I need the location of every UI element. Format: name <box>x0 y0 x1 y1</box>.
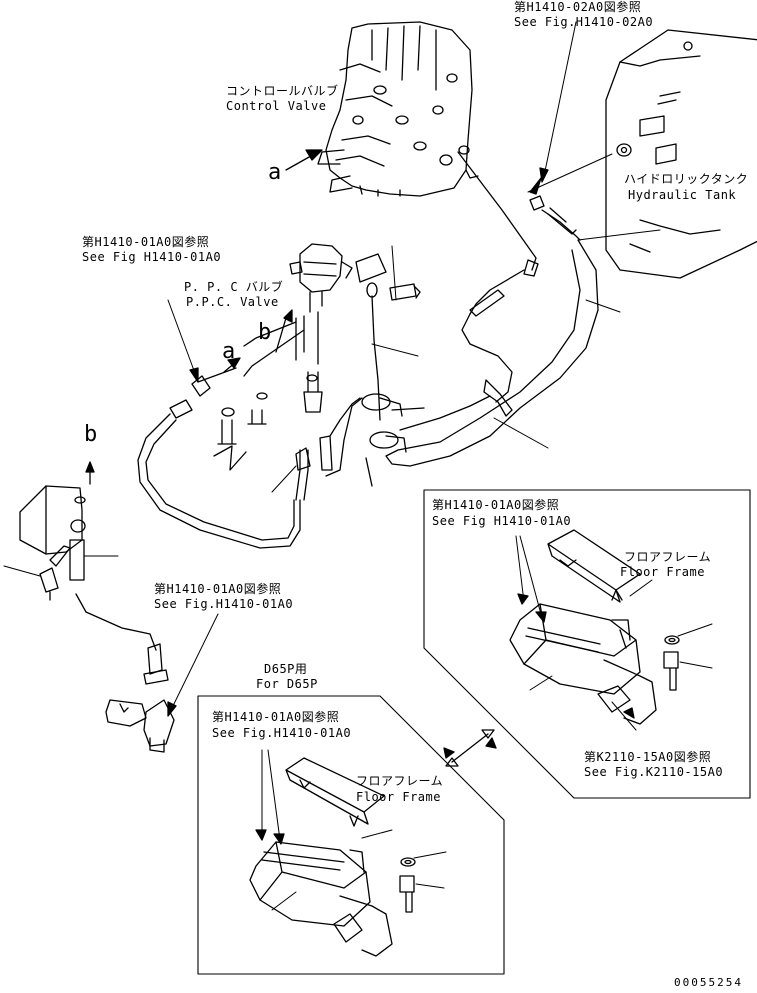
control-valve-label-jp: コントロールバルブ <box>226 84 339 98</box>
hydraulic-tank-label-en: Hydraulic Tank <box>628 188 737 202</box>
ref-bottom-jp: 第H1410-01A0図参照 <box>212 710 340 724</box>
ref-right-en: See Fig H1410-01A0 <box>432 514 572 528</box>
d65p-label-jp: D65P用 <box>264 662 308 676</box>
floor-frame-label-en-right: Floor Frame <box>620 565 705 579</box>
callout-arrows <box>86 22 576 716</box>
callout-a-upper: a <box>268 160 282 185</box>
floor-frame-label-en-bottom: Floor Frame <box>356 790 441 804</box>
ref-right-jp: 第H1410-01A0図参照 <box>432 498 560 512</box>
ppc-valve-label-jp: P. P. C バルブ <box>184 280 284 294</box>
ref-left-jp: 第H1410-01A0図参照 <box>154 582 282 596</box>
floor-frame-label-jp-bottom: フロアフレーム <box>356 774 444 788</box>
left-bracket-drawing <box>4 486 174 752</box>
right-inset-frame <box>424 490 750 798</box>
double-arrow <box>444 730 496 766</box>
ppc-lines <box>138 230 660 548</box>
ref-top-jp: 第H1410-02A0図参照 <box>514 0 642 14</box>
callout-b-upper: b <box>258 320 272 345</box>
callout-b-lower: b <box>84 422 98 447</box>
ref-k2110-en: See Fig.K2110-15A0 <box>584 765 724 779</box>
ref-ppc-jp: 第H1410-01A0図参照 <box>82 235 210 249</box>
d65p-label-en: For D65P <box>256 677 318 691</box>
callout-a-lower: a <box>222 339 236 364</box>
hydraulic-tank-label-jp: ハイドロリックタンク <box>624 172 749 186</box>
control-valve-label-en: Control Valve <box>226 99 327 113</box>
ref-k2110-jp: 第K2110-15A0図参照 <box>584 750 712 764</box>
ref-left-en: See Fig.H1410-01A0 <box>154 597 294 611</box>
ref-top-en: See Fig.H1410-02A0 <box>514 15 654 29</box>
hydraulic-tank-drawing <box>606 30 757 278</box>
ppc-valve-label-en: P.P.C. Valve <box>186 295 279 309</box>
ppc-valve-drawing <box>290 244 420 420</box>
control-valve-drawing <box>318 22 478 196</box>
ref-ppc-en: See Fig H1410-01A0 <box>82 250 222 264</box>
bottom-inset-frame <box>198 696 504 974</box>
upper-hoses <box>386 152 612 466</box>
floor-frame-label-jp-right: フロアフレーム <box>624 550 712 564</box>
drawing-number: 00055254 <box>674 976 743 989</box>
ref-bottom-en: See Fig.H1410-01A0 <box>212 726 352 740</box>
